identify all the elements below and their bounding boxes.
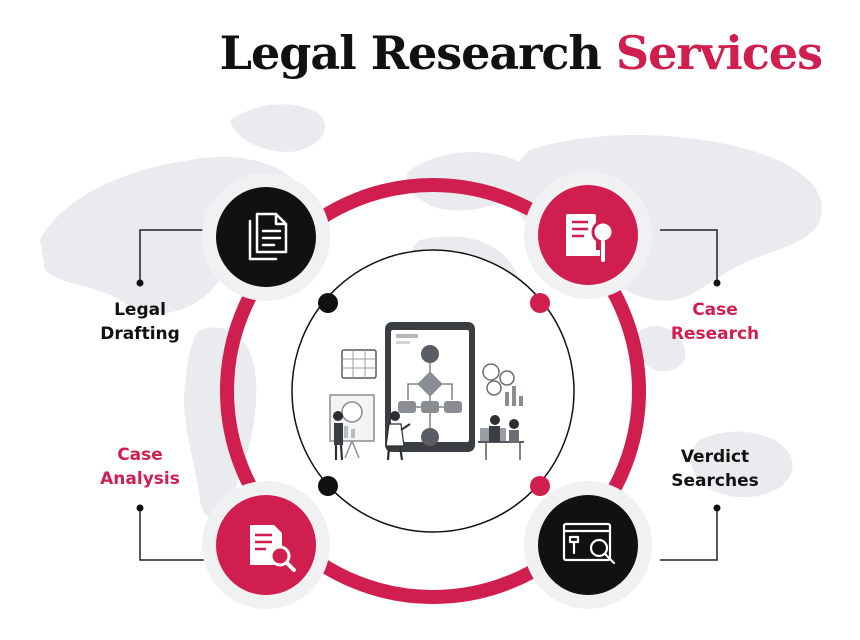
title-accent: Services	[615, 26, 823, 80]
ring-dot-bottom-left	[318, 476, 338, 496]
connector-dot	[136, 504, 144, 512]
node-case-analysis	[202, 481, 330, 609]
connector-verdict-searches	[660, 508, 718, 561]
document-magnifier-icon	[250, 525, 296, 572]
connector-dot	[136, 279, 144, 287]
ring-dot-top-left	[318, 293, 338, 313]
browser-gavel-search-icon	[562, 522, 616, 565]
connector-legal-drafting	[139, 229, 212, 283]
workflow-illustration	[329, 322, 524, 461]
book-search-icon	[566, 214, 615, 262]
documents-icon	[248, 212, 288, 261]
connector-dot	[713, 504, 721, 512]
page-title: Legal Research Services	[219, 26, 823, 80]
connector-case-analysis	[139, 508, 212, 561]
ring-dot-bottom-right	[530, 476, 550, 496]
node-verdict-searches	[524, 481, 652, 609]
node-legal-drafting	[202, 173, 330, 301]
ring-dot-top-right	[530, 293, 550, 313]
title-main: Legal Research	[219, 26, 602, 80]
connector-case-research	[660, 229, 718, 283]
outer-ring	[220, 178, 646, 604]
connector-dot	[713, 279, 721, 287]
node-case-research	[524, 171, 652, 299]
